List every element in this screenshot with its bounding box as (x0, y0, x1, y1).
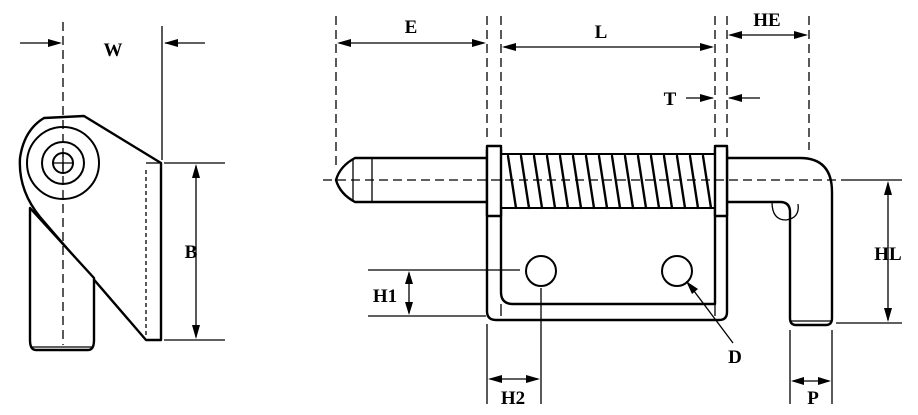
front-view-spring-coils (506, 154, 713, 210)
front-view-base-plate (485, 148, 729, 322)
dim-label-p: P (807, 388, 819, 409)
front-view-mounting-hole-1 (525, 255, 557, 287)
dim-label-he: HE (753, 10, 780, 31)
dim-label-t: T (664, 89, 677, 110)
dim-label-e: E (405, 17, 418, 38)
d-leader-line (687, 282, 734, 344)
dim-label-hl: HL (874, 244, 901, 265)
front-view: E L HE T HL H1 (323, 10, 902, 409)
front-view-right-ear (713, 144, 729, 218)
front-view-handle (725, 156, 834, 327)
dim-label-b: B (185, 242, 198, 263)
side-view: W B (18, 22, 225, 352)
dim-label-h1: H1 (373, 286, 397, 307)
side-view-plunger (28, 206, 96, 352)
front-view-left-ear (485, 144, 503, 218)
dim-label-w: W (104, 40, 123, 61)
front-view-mounting-hole-2 (661, 255, 693, 287)
dim-label-l: L (595, 22, 608, 43)
dim-label-h2: H2 (501, 388, 525, 409)
dim-label-d: D (728, 347, 742, 368)
front-view-handle-notch (771, 201, 799, 221)
